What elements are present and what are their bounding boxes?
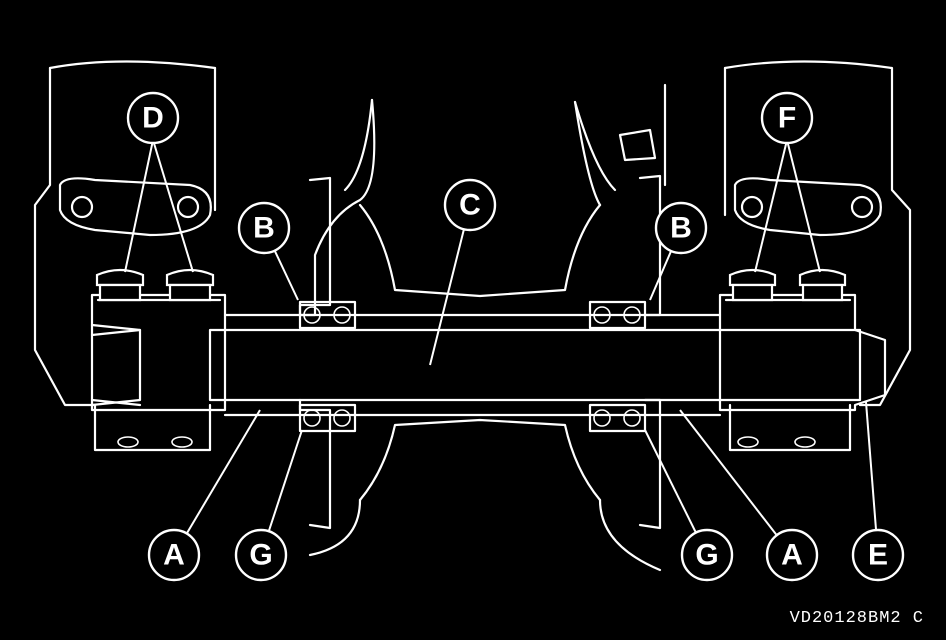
callout-d: D [126,91,180,145]
svg-text:B: B [670,212,692,245]
callout-b-left: B [237,201,291,255]
callout-a-left: A [147,528,201,582]
callout-a-right: A [765,528,819,582]
callout-g-right: G [680,528,734,582]
svg-text:G: G [695,539,718,572]
svg-text:A: A [163,539,185,572]
callout-g-left: G [234,528,288,582]
wheel-hub [298,83,667,572]
left-clamp-bolts [95,268,215,302]
reference-code: VD20128BM2 C [789,609,924,628]
wheel-bearings [298,300,647,433]
svg-text:F: F [778,102,796,135]
right-fork-leg [723,60,912,452]
left-axle-clamp [90,293,227,412]
callout-c: C [443,178,497,232]
svg-text:D: D [142,102,164,135]
front-axle [90,313,862,417]
right-clamp-bolts [728,268,847,302]
callout-f: F [760,91,814,145]
svg-text:C: C [459,189,481,222]
svg-text:G: G [249,539,272,572]
svg-text:E: E [868,539,888,572]
svg-text:B: B [253,212,275,245]
left-fork-leg [33,60,217,452]
callout-b-right: B [654,201,708,255]
svg-text:A: A [781,539,803,572]
leader-lines [124,139,879,556]
callout-e: E [851,528,905,582]
